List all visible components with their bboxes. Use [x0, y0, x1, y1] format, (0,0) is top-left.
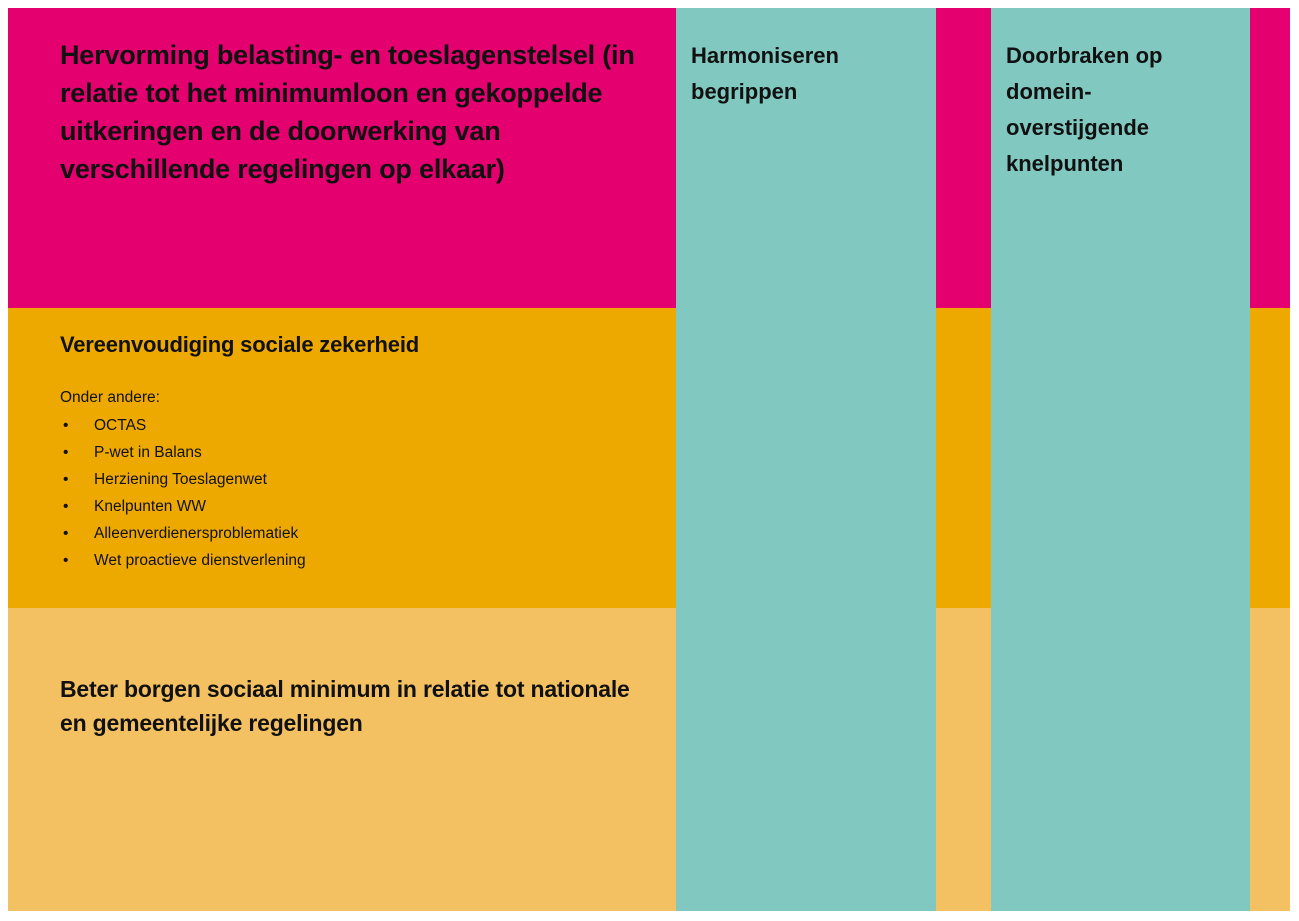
bullet-glyph: • [63, 552, 69, 569]
list-item: • P-wet in Balans [60, 439, 660, 466]
row-heading-vereenvoudiging: Vereenvoudiging sociale zekerheid [60, 332, 419, 357]
bullet-list: • OCTAS • P-wet in Balans • Herziening T… [60, 412, 660, 574]
bullet-glyph: • [63, 417, 69, 434]
column-heading-harmoniseren: Harmoniseren begrippen [691, 43, 839, 104]
list-item: • Herziening Toeslagenwet [60, 466, 660, 493]
bullet-glyph: • [63, 444, 69, 461]
column-heading-doorbraken: Doorbraken op domein-overstijgende knelp… [1006, 43, 1163, 176]
row-body-vereenvoudiging: Onder andere: • OCTAS • P-wet in Balans … [60, 384, 660, 574]
row-heading-hervorming: Hervorming belasting- en toeslagenstelse… [60, 40, 635, 184]
row-heading-beter-borgen: Beter borgen sociaal minimum in relatie … [60, 676, 630, 736]
list-item: • Alleenverdienersproblematiek [60, 520, 660, 547]
list-item-label: P-wet in Balans [94, 444, 202, 461]
list-item: • Wet proactieve dienstverlening [60, 547, 660, 574]
bullet-glyph: • [63, 498, 69, 515]
list-item-label: Alleenverdienersproblematiek [94, 525, 299, 542]
bullet-glyph: • [63, 525, 69, 542]
list-item-label: OCTAS [94, 417, 147, 434]
column-band-harmoniseren [676, 8, 936, 911]
list-item-label: Knelpunten WW [94, 498, 206, 515]
bullet-list-intro: Onder andere: [60, 389, 160, 406]
list-item-label: Herziening Toeslagenwet [94, 471, 267, 488]
list-item-label: Wet proactieve dienstverlening [94, 552, 306, 569]
list-item: • Knelpunten WW [60, 493, 660, 520]
list-item: • OCTAS [60, 412, 660, 439]
column-band-doorbraken [991, 8, 1250, 911]
bullet-glyph: • [63, 471, 69, 488]
